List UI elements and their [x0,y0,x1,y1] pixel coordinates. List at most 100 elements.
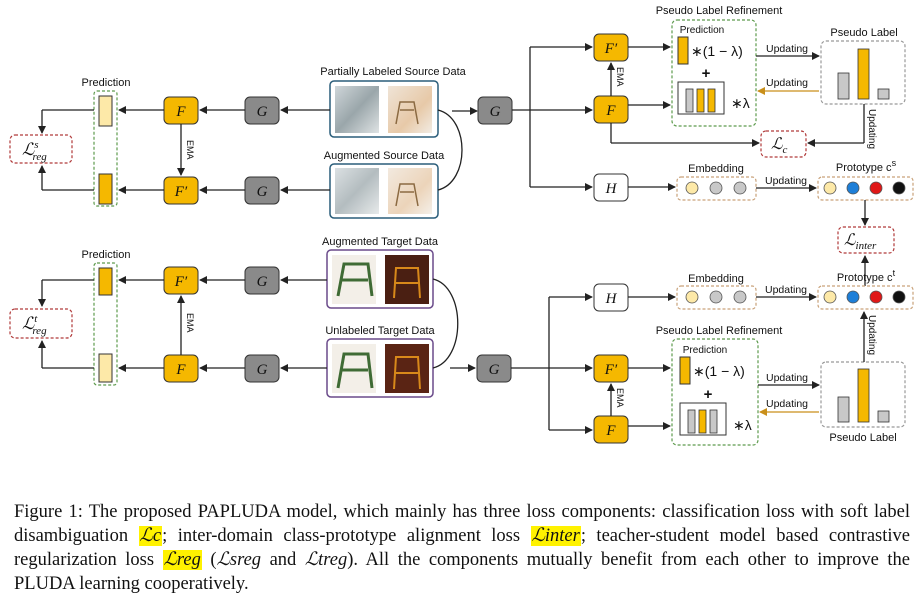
source-G-bottom-label: G [257,184,268,200]
embedding-dot [685,181,699,195]
bar [877,410,890,423]
source-pred-bar-top [98,95,113,127]
source-partial-title: Partially Labeled Source Data [320,66,466,78]
source-Fprime-label: F′ [174,184,188,200]
prototype-dot [892,290,906,304]
source-image-1 [335,86,379,133]
caption-part-5: and [261,550,305,570]
caption-loss-c: ℒc [138,526,163,546]
target-unlabeled-title: Unlabeled Target Data [325,325,435,337]
source-embedding-title: Embedding [688,163,744,175]
source-merge-curve [437,109,463,191]
prototype-dot [846,290,860,304]
target-aug-image-2 [385,255,429,304]
embedding-dot [733,181,747,195]
target-plr-pred-bar [679,356,691,385]
target-updating-vertical: Updating [866,315,877,355]
target-pseudo-label-title: Pseudo Label [829,432,896,444]
caption-loss-inter: ℒinter [530,526,581,546]
source-plr-prediction: Prediction [680,25,724,36]
target-prototype-title: Prototype ct [837,268,896,284]
prototype-dot [846,181,860,195]
source-aug-title: Augmented Source Data [324,150,445,162]
caption-part-1: Figure 1: The proposed PAPLUDA model, wh… [14,502,910,546]
embedding-dot [709,181,723,195]
target-updating-3: Updating [765,284,807,296]
target-aug-title: Augmented Target Data [322,236,439,248]
source-H-label: H [605,181,618,197]
prototype-dot [892,181,906,195]
target-ema-label: EMA [185,313,195,333]
prototype-dot [823,181,837,195]
target-right-ema: EMA [615,388,625,408]
target-pred-bar-top [98,267,113,296]
chair-sketch [393,356,421,390]
target-pred-bar-bottom [98,353,113,383]
target-F-label: F [175,362,186,378]
loss-inter-box [837,226,895,254]
source-G-top-label: G [257,104,268,120]
target-prototype-box [817,285,914,310]
target-plr-weight-bottom: ∗λ [733,417,752,433]
source-pred-bar-bottom [98,173,113,205]
loss-reg-t-box [9,308,73,339]
source-plr-title: Pseudo Label Refinement [656,5,783,17]
source-right-F-label: F [605,103,616,119]
source-updating-3: Updating [765,175,807,187]
source-prediction-title: Prediction [82,77,131,89]
embedding-dot [709,290,723,304]
chair-sketch [395,101,419,125]
source-prototype-title: Prototype cs [836,158,897,174]
embedding-dot [685,290,699,304]
source-plr-plus: + [702,65,711,82]
source-updating-2: Updating [766,77,808,89]
source-aug-image-2 [388,168,432,214]
target-G-top-label: G [257,274,268,290]
target-plr-prediction: Prediction [683,345,727,356]
target-G-right-label: G [489,362,500,378]
caption-loss-reg-s: ℒsreg [216,550,262,570]
target-updating-2: Updating [766,398,808,410]
bar [707,88,716,113]
caption-part-4: ( [201,550,217,570]
figure-caption: Figure 1: The proposed PAPLUDA model, wh… [14,500,910,596]
source-ema-label: EMA [185,140,195,160]
target-right-F-label: F [605,423,616,439]
target-right-Fprime-label: F′ [604,362,618,378]
target-prediction-title: Prediction [82,249,131,261]
papluda-diagram: Partially Labeled Source Data Augmented … [9,5,914,446]
caption-loss-reg: ℒreg [162,550,202,570]
loss-c-label: ℒc [771,136,788,156]
loss-reg-s-box [9,134,73,164]
target-merge-curve [432,278,459,369]
target-Fprime-label: F′ [174,274,188,290]
target-plr-plus: + [704,386,713,403]
source-plr-weight-top: ∗(1 − λ) [691,43,743,59]
caption-part-2: ; inter-domain class-prototype alignment… [162,526,531,546]
source-updating-vertical: Updating [866,109,877,149]
loss-c-box [760,130,807,158]
target-G-bottom-label: G [257,362,268,378]
source-G-right-label: G [490,104,501,120]
bar [709,409,718,434]
bar [877,88,890,100]
bar [698,409,707,434]
caption-loss-reg-t: ℒtreg [304,550,348,570]
embedding-dot [733,290,747,304]
caption-part-3: ; teacher-student model based contrastiv… [14,526,910,570]
source-pseudo-label-title: Pseudo Label [830,27,897,39]
chair-sketch [336,352,374,389]
source-F-label: F [175,104,186,120]
prototype-dot [869,290,883,304]
source-updating-1: Updating [766,43,808,55]
target-plr-title: Pseudo Label Refinement [656,325,783,337]
bar [696,88,705,113]
prototype-dot [823,290,837,304]
target-H-label: H [605,291,618,307]
bar [837,72,850,100]
bar [687,409,696,434]
bar [685,88,694,113]
bar [857,48,870,100]
bar [857,368,870,423]
